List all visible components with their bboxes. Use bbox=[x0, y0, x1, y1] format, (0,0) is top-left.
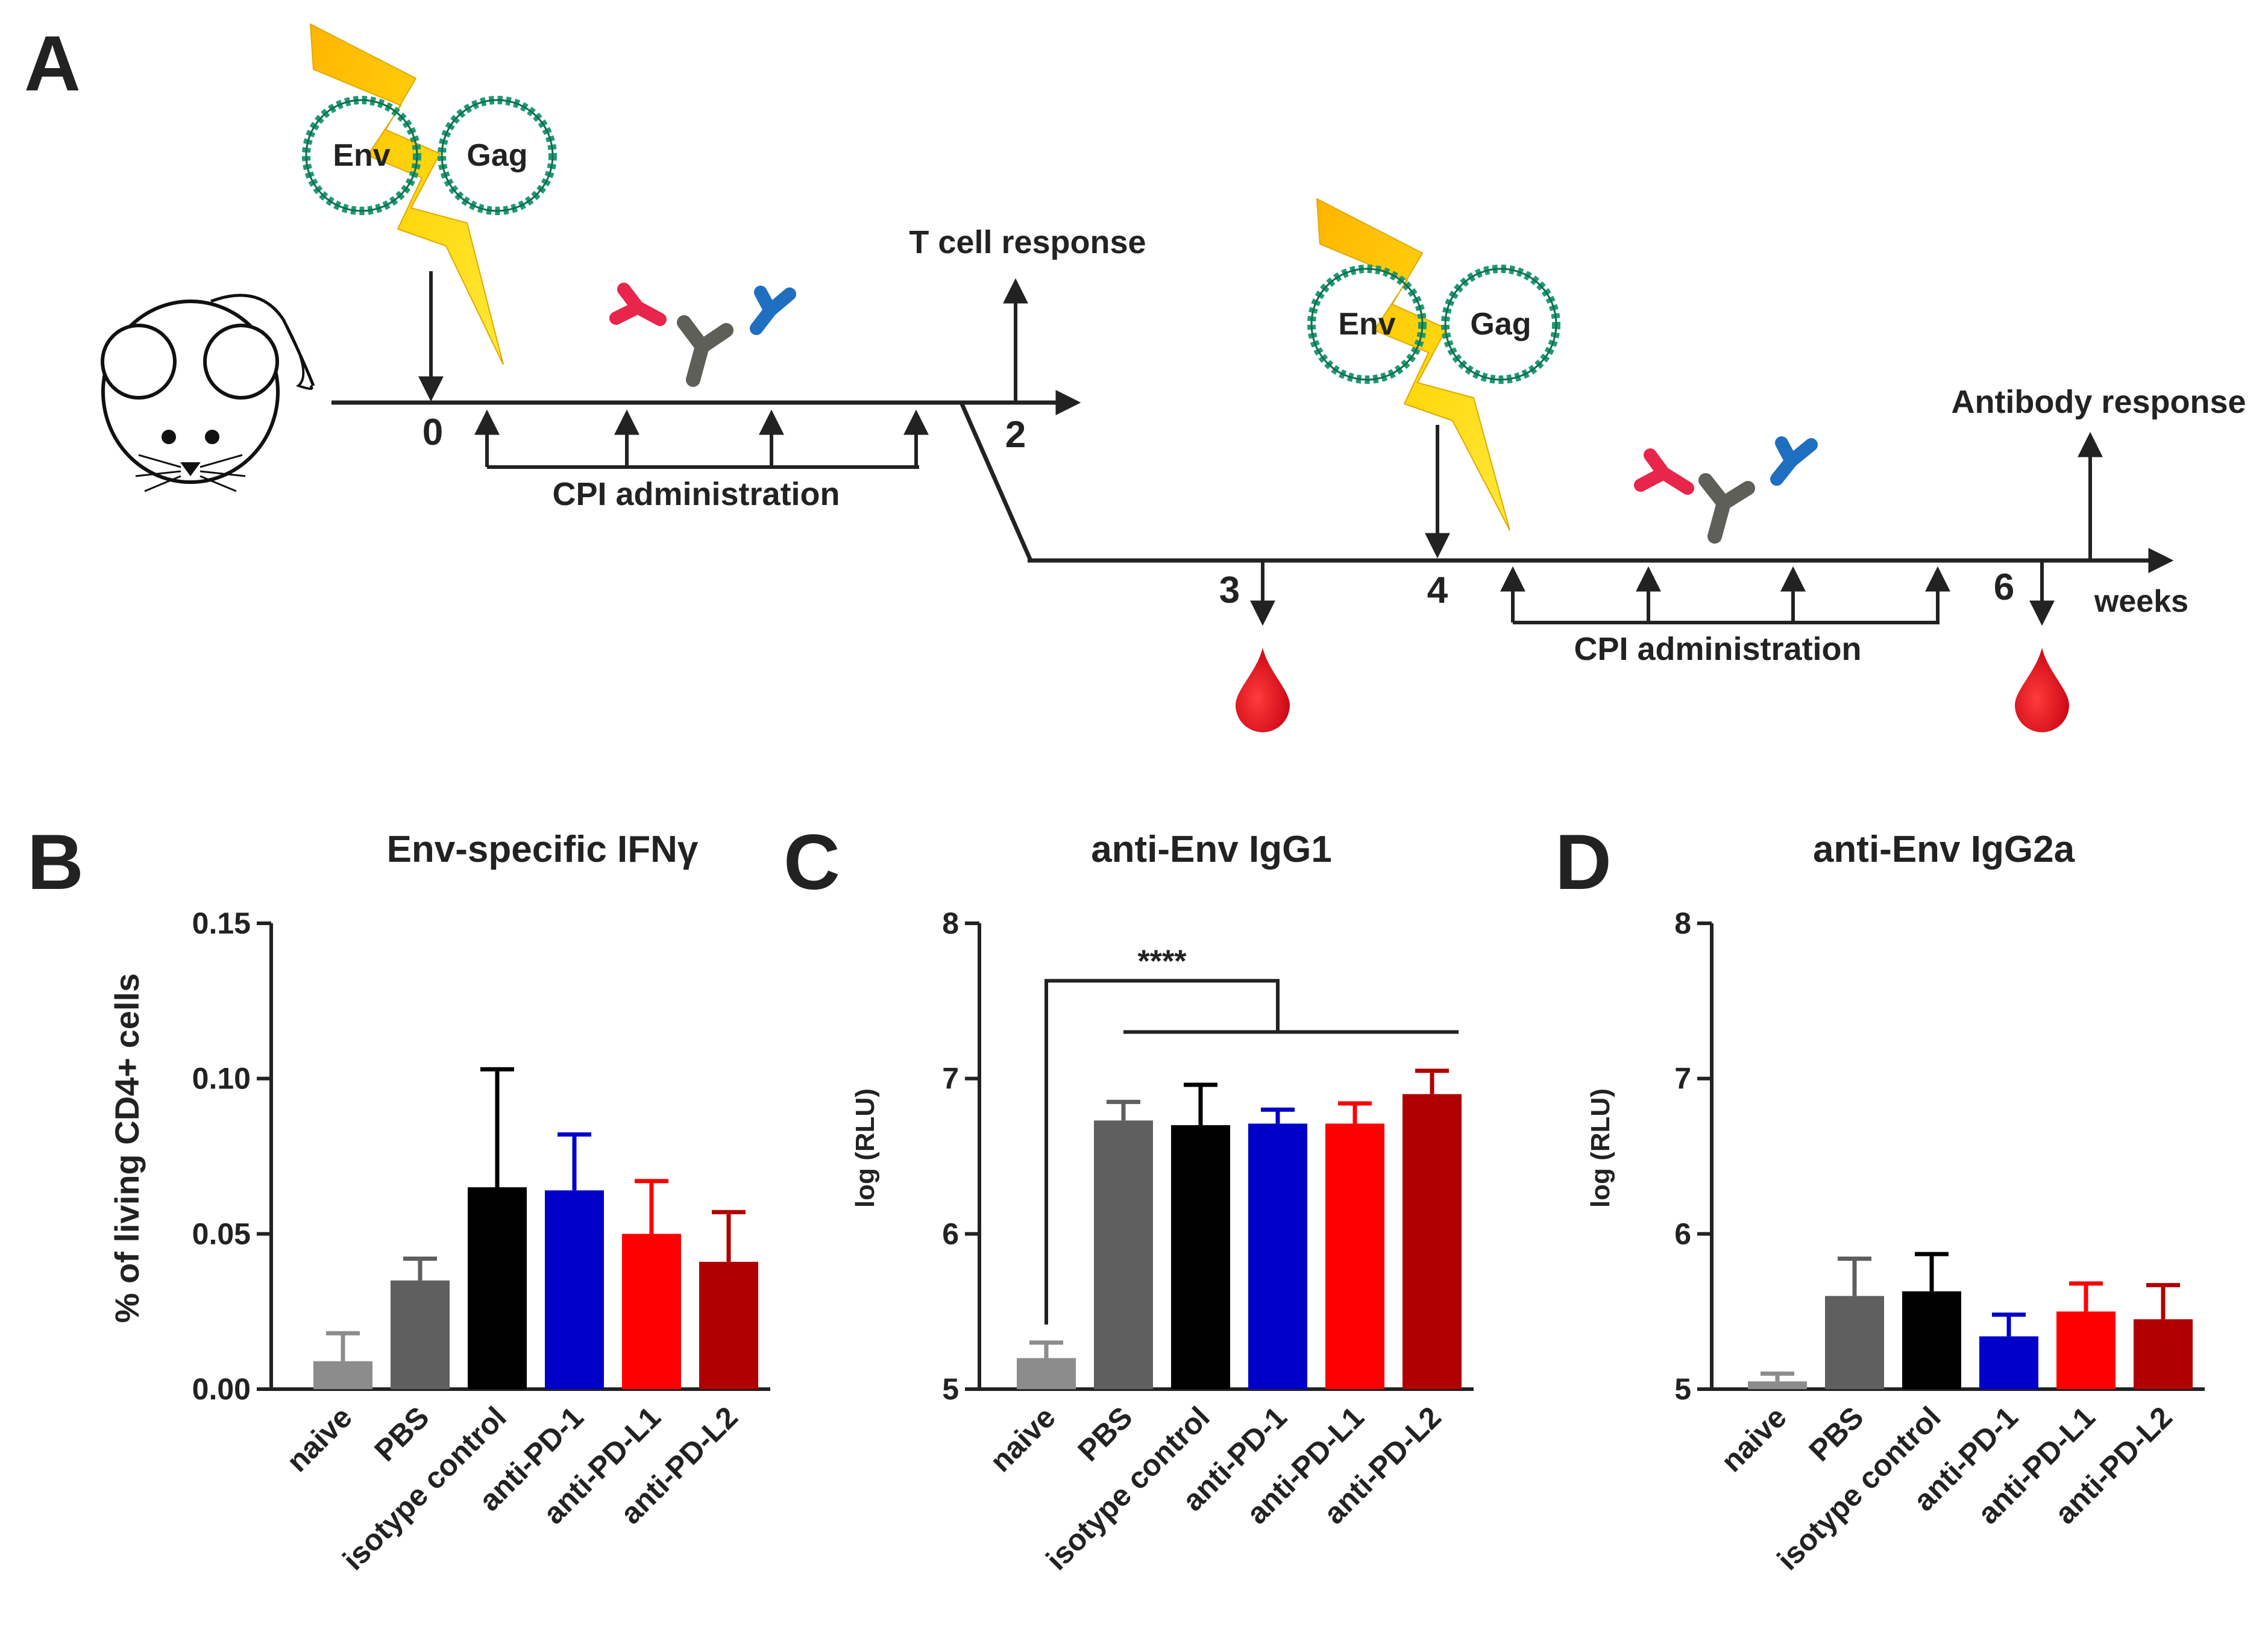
bar-naive bbox=[1017, 1358, 1076, 1389]
chart-title: Env-specific IFNγ bbox=[387, 829, 699, 870]
bar-anti-pd-1 bbox=[545, 1190, 604, 1389]
bar-pbs bbox=[391, 1280, 450, 1389]
x-tick-label: PBS bbox=[368, 1400, 435, 1467]
electroporation-bolt-icon-1 bbox=[309, 23, 504, 365]
bar-isotype-control bbox=[468, 1187, 527, 1389]
y-tick-label: 8 bbox=[1674, 906, 1691, 940]
panel-a-letter: A bbox=[24, 19, 81, 107]
panel-d-letter: D bbox=[1555, 818, 1612, 906]
y-tick-label: 5 bbox=[1674, 1372, 1691, 1406]
panel-b-letter: B bbox=[27, 818, 84, 906]
plasmid-env-label-1: Env bbox=[333, 138, 390, 173]
bar-anti-pd-l1 bbox=[2056, 1311, 2116, 1389]
significance-stars: **** bbox=[1138, 944, 1187, 979]
y-axis-label: log (RLU) bbox=[1586, 1088, 1615, 1208]
panel-a-timeline: A 0 2 T cell response C bbox=[24, 19, 2246, 732]
antibody-icon-red-2 bbox=[1634, 448, 1694, 495]
y-tick-label: 7 bbox=[1674, 1062, 1691, 1096]
electroporation-bolt-icon-2 bbox=[1316, 198, 1510, 531]
x-tick-label: PBS bbox=[1071, 1400, 1139, 1467]
timeline-connector bbox=[959, 401, 1033, 562]
antibody-icon-blue-1 bbox=[750, 286, 796, 335]
blood-drop-icon-2 bbox=[2015, 648, 2069, 732]
panel-c-letter: C bbox=[784, 818, 840, 906]
blood-drop-icon-1 bbox=[1236, 648, 1290, 732]
bar-naive bbox=[313, 1361, 372, 1389]
timeline-tick-4: 4 bbox=[1427, 570, 1448, 611]
y-tick-label: 5 bbox=[942, 1372, 959, 1406]
bar-naive bbox=[1748, 1381, 1807, 1389]
cpi-label-1: CPI administration bbox=[552, 476, 840, 512]
weeks-label: weeks bbox=[2094, 584, 2188, 619]
bar-anti-pd-1 bbox=[1248, 1123, 1307, 1389]
plasmid-gag-icon-2: Gag bbox=[1441, 265, 1560, 384]
chart-title: anti-Env IgG2a bbox=[1813, 829, 2075, 870]
bar-isotype-control bbox=[1171, 1125, 1230, 1389]
bar-anti-pd-l2 bbox=[1403, 1094, 1462, 1389]
x-tick-label: naive bbox=[280, 1400, 359, 1478]
timeline-tick-3: 3 bbox=[1219, 570, 1240, 611]
antibody-icon-red-1 bbox=[609, 283, 667, 326]
x-tick-label: PBS bbox=[1802, 1400, 1870, 1467]
y-axis-label: % of living CD4+ cells bbox=[108, 973, 146, 1323]
chart-title: anti-Env IgG1 bbox=[1091, 829, 1332, 870]
bar-anti-pd-l1 bbox=[622, 1234, 681, 1389]
x-tick-label: naive bbox=[984, 1400, 1062, 1478]
y-tick-label: 0.05 bbox=[192, 1217, 251, 1251]
antibody-icon-blue-2 bbox=[1770, 436, 1818, 486]
plasmid-env-icon-1: Env bbox=[302, 96, 421, 215]
antibody-response-label: Antibody response bbox=[1951, 384, 2246, 420]
x-tick-label: naive bbox=[1715, 1400, 1793, 1478]
plasmid-env-label-2: Env bbox=[1338, 307, 1395, 342]
plasmid-env-icon-2: Env bbox=[1307, 265, 1427, 384]
bar-anti-pd-l1 bbox=[1325, 1123, 1384, 1389]
y-tick-label: 0.10 bbox=[192, 1062, 251, 1096]
bar-anti-pd-1 bbox=[1979, 1336, 2038, 1389]
chart-b-ifng: B Env-specific IFNγ % of living CD4+ cells… bbox=[27, 818, 770, 1577]
bar-anti-pd-l2 bbox=[699, 1261, 758, 1389]
y-tick-label: 0.15 bbox=[192, 906, 251, 940]
plasmid-gag-label-1: Gag bbox=[466, 138, 527, 173]
bar-pbs bbox=[1094, 1120, 1153, 1389]
bar-isotype-control bbox=[1902, 1291, 1961, 1389]
cpi-bracket-2 bbox=[1500, 566, 1950, 624]
timeline-tick-2: 2 bbox=[1005, 414, 1026, 456]
mouse-icon bbox=[101, 293, 315, 492]
plasmid-gag-label-2: Gag bbox=[1470, 307, 1531, 342]
y-tick-label: 6 bbox=[1674, 1217, 1691, 1251]
plasmid-gag-icon-1: Gag bbox=[438, 96, 557, 215]
y-tick-label: 6 bbox=[942, 1217, 959, 1251]
y-tick-label: 8 bbox=[942, 906, 959, 940]
antibody-icon-gray-1 bbox=[677, 315, 733, 387]
y-axis-label: log (RLU) bbox=[850, 1088, 880, 1208]
y-tick-label: 0.00 bbox=[192, 1372, 251, 1406]
bar-pbs bbox=[1825, 1296, 1884, 1389]
timeline-tick-6: 6 bbox=[1994, 567, 2014, 608]
antibody-icon-gray-2 bbox=[1698, 473, 1755, 544]
significance-bracket bbox=[1044, 979, 1459, 1325]
t-cell-response-label: T cell response bbox=[909, 224, 1146, 260]
bar-anti-pd-l2 bbox=[2134, 1319, 2193, 1389]
cpi-label-2: CPI administration bbox=[1574, 631, 1861, 667]
timeline-tick-0: 0 bbox=[423, 412, 443, 453]
cpi-bracket-1 bbox=[474, 409, 929, 469]
y-tick-label: 7 bbox=[942, 1062, 959, 1096]
